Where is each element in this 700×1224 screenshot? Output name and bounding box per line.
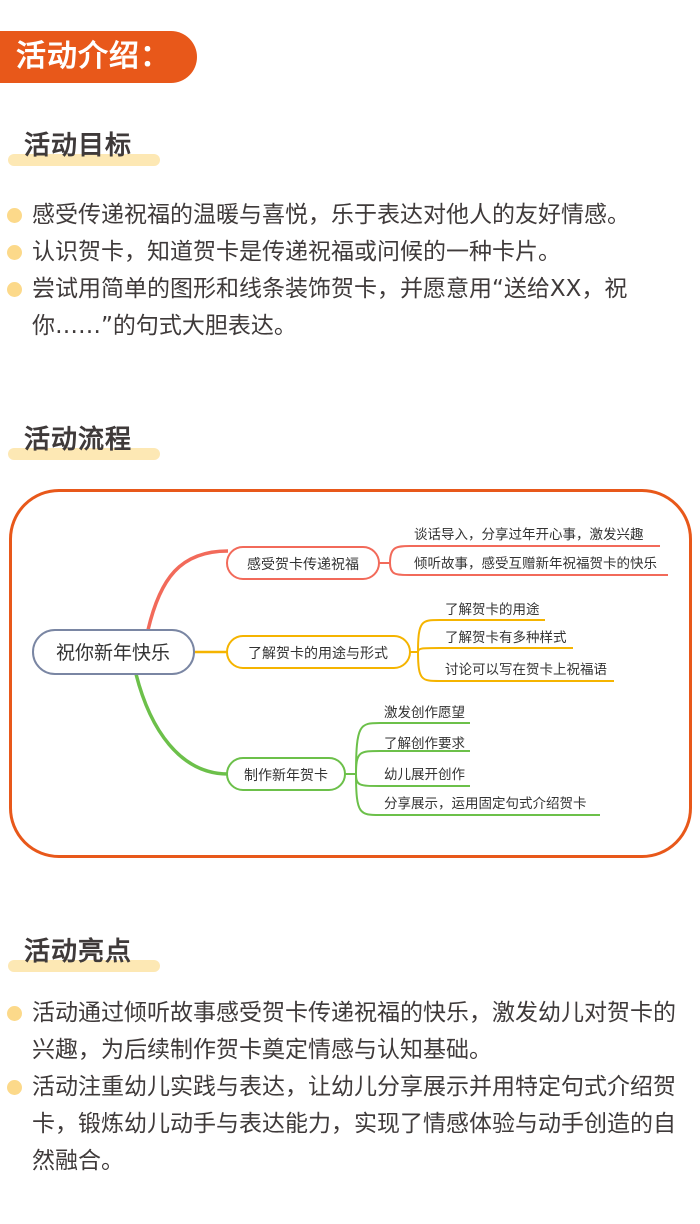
svg-text:了解贺卡的用途与形式: 了解贺卡的用途与形式 — [248, 645, 388, 662]
mindmap-frame — [9, 489, 692, 858]
svg-text:感受贺卡传递祝福: 感受贺卡传递祝福 — [247, 556, 359, 573]
root-label: 祝你新年快乐 — [56, 642, 170, 664]
heading-highlight — [8, 448, 160, 460]
highlight-item: 活动通过倾听故事感受贺卡传递祝福的快乐，激发幼儿对贺卡的兴趣，为后续制作贺卡奠定… — [0, 995, 700, 1069]
leaf-connector — [410, 619, 614, 682]
mindmap: 祝你新年快乐 感受贺卡传递祝福 谈话导入，分享过年开心事，激发兴趣 倾听故事，感… — [32, 526, 668, 816]
process-title: 活动流程 — [24, 425, 133, 455]
process-heading: 活动流程 — [8, 422, 160, 460]
goal-item: 尝试用简单的图形和线条装饰贺卡，并愿意用“送给XX，祝你……”的句式大胆表达。 — [0, 271, 700, 345]
branch-connector — [146, 549, 229, 631]
goals-heading: 活动目标 — [8, 128, 160, 166]
svg-text:谈话导入，分享过年开心事，激发兴趣: 谈话导入，分享过年开心事，激发兴趣 — [414, 526, 644, 543]
svg-text:幼儿展开创作: 幼儿展开创作 — [384, 767, 465, 783]
svg-text:了解创作要求: 了解创作要求 — [384, 736, 465, 752]
bullet-dot-icon — [7, 245, 22, 260]
leaf-connector — [379, 545, 668, 576]
section-banner: 活动介绍： — [0, 31, 197, 83]
branch-connector — [134, 673, 229, 776]
svg-text:了解贺卡的用途: 了解贺卡的用途 — [445, 601, 540, 618]
goals-list: 感受传递祝福的温暖与喜悦，乐于表达对他人的友好情感。 认识贺卡，知道贺卡是传递祝… — [0, 197, 700, 345]
heading-highlight — [8, 154, 160, 166]
svg-text:分享展示，运用固定句式介绍贺卡: 分享展示，运用固定句式介绍贺卡 — [384, 795, 587, 812]
svg-text:讨论可以写在贺卡上祝福语: 讨论可以写在贺卡上祝福语 — [445, 662, 607, 678]
heading-highlight — [8, 960, 160, 972]
highlights-list: 活动通过倾听故事感受贺卡传递祝福的快乐，激发幼儿对贺卡的兴趣，为后续制作贺卡奠定… — [0, 995, 700, 1180]
svg-text:制作新年贺卡: 制作新年贺卡 — [244, 768, 328, 784]
svg-text:了解贺卡有多种样式: 了解贺卡有多种样式 — [445, 629, 567, 646]
goal-item: 认识贺卡，知道贺卡是传递祝福或问候的一种卡片。 — [0, 234, 700, 271]
leaf-connector — [345, 722, 600, 816]
bullet-dot-icon — [7, 208, 22, 223]
goals-title: 活动目标 — [24, 131, 133, 161]
goal-item: 感受传递祝福的温暖与喜悦，乐于表达对他人的友好情感。 — [0, 197, 700, 234]
highlights-heading: 活动亮点 — [8, 934, 160, 972]
bullet-dot-icon — [7, 1080, 22, 1095]
bullet-dot-icon — [7, 1006, 22, 1021]
svg-text:激发创作愿望: 激发创作愿望 — [384, 705, 465, 721]
highlights-title: 活动亮点 — [24, 937, 133, 967]
svg-text:倾听故事，感受互赠新年祝福贺卡的快乐: 倾听故事，感受互赠新年祝福贺卡的快乐 — [414, 555, 657, 572]
bullet-dot-icon — [7, 282, 22, 297]
root-node — [32, 629, 195, 675]
highlight-item: 活动注重幼儿实践与表达，让幼儿分享展示并用特定句式介绍贺卡，锻炼幼儿动手与表达能… — [0, 1069, 700, 1180]
